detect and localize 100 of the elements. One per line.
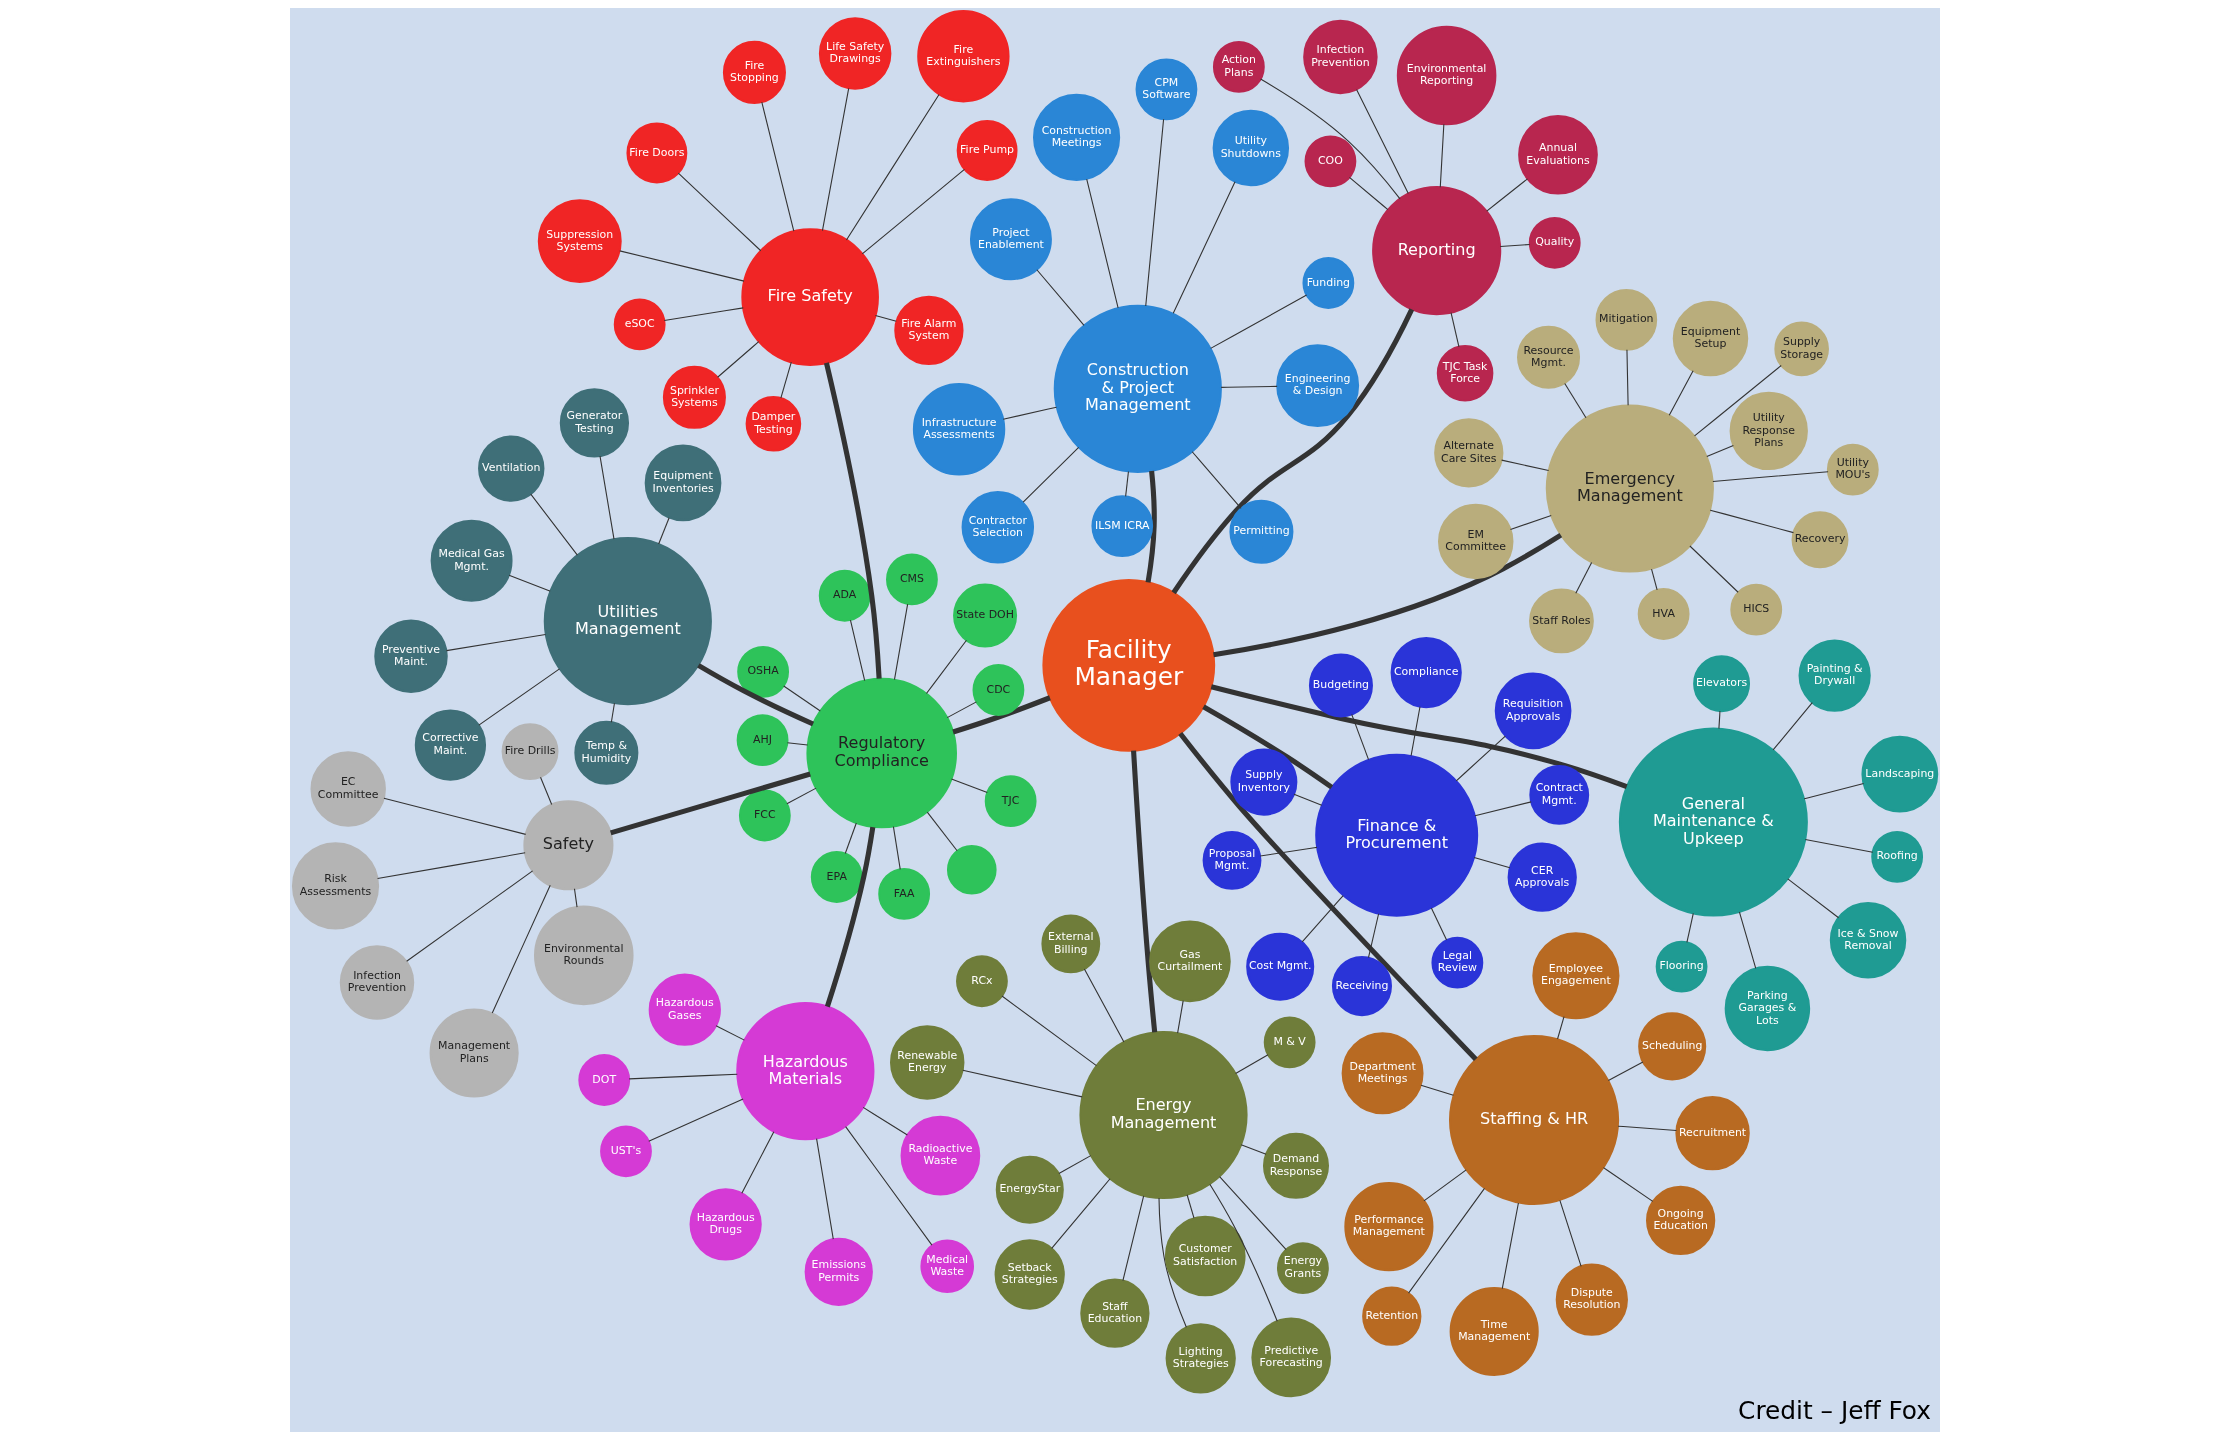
connector bbox=[477, 668, 560, 726]
node-circle: Equipment Setup bbox=[1672, 300, 1748, 377]
node-circle: Parking Garages & Lots bbox=[1724, 965, 1810, 1052]
connector bbox=[508, 574, 551, 592]
node-circle: Mitigation bbox=[1595, 289, 1657, 351]
connector bbox=[610, 702, 615, 723]
connector bbox=[716, 341, 759, 378]
connector bbox=[740, 1131, 774, 1194]
connector bbox=[598, 455, 615, 540]
connector bbox=[760, 101, 794, 232]
connector bbox=[1685, 912, 1694, 943]
connector bbox=[1348, 176, 1388, 211]
node-circle: Radioactive Waste bbox=[900, 1115, 980, 1196]
node-circle: Action Plans bbox=[1212, 41, 1265, 93]
connector bbox=[1450, 312, 1459, 348]
node-circle: Elevators bbox=[1692, 655, 1750, 713]
node-circle: TJC bbox=[984, 775, 1037, 828]
node-circle: Hazardous Drugs bbox=[689, 1188, 762, 1261]
connector bbox=[1500, 459, 1549, 472]
node-circle: Supply Storage bbox=[1773, 321, 1829, 377]
connector bbox=[1556, 1016, 1565, 1040]
node-circle: Safety bbox=[522, 800, 613, 891]
connector bbox=[1410, 706, 1421, 757]
connector bbox=[785, 787, 817, 805]
node-circle: Suppression Systems bbox=[537, 199, 622, 284]
connector bbox=[1668, 370, 1694, 416]
connector bbox=[1499, 243, 1530, 247]
connector bbox=[1218, 1176, 1287, 1251]
node-circle: HICS bbox=[1729, 583, 1782, 636]
node-circle: Environmental Rounds bbox=[533, 905, 634, 1006]
connector bbox=[677, 172, 761, 252]
connector bbox=[844, 822, 857, 855]
node-circle: Damper Testing bbox=[745, 396, 801, 452]
node-circle: Gas Curtailment bbox=[1148, 920, 1231, 1003]
node-circle: Engineering & Design bbox=[1275, 344, 1359, 428]
node-circle: External Billing bbox=[1040, 914, 1100, 974]
node-circle: State DOH bbox=[952, 583, 1017, 648]
connector bbox=[376, 852, 526, 880]
node-circle: eSOC bbox=[613, 298, 666, 351]
node-circle: Fire Pump bbox=[956, 120, 1018, 181]
node-circle: Generator Testing bbox=[559, 388, 629, 458]
node-circle: EnergyStar bbox=[995, 1155, 1064, 1224]
connector bbox=[609, 771, 811, 836]
connector bbox=[1186, 1194, 1195, 1219]
connector bbox=[628, 1073, 738, 1080]
node-circle: General Maintenance & Upkeep bbox=[1618, 727, 1808, 917]
connector bbox=[1212, 532, 1562, 658]
connector bbox=[1617, 1125, 1677, 1132]
connector bbox=[1145, 470, 1157, 583]
connector bbox=[1177, 731, 1478, 1062]
connector bbox=[405, 870, 533, 962]
node-circle: Management Plans bbox=[429, 1008, 519, 1098]
node-circle: Annual Evaluations bbox=[1517, 114, 1598, 195]
caption: Credit – Jeff Fox bbox=[1737, 1395, 1931, 1425]
node-circle: Customer Satisfaction bbox=[1164, 1215, 1246, 1297]
node-circle: Landscaping bbox=[1860, 735, 1938, 813]
connector bbox=[1473, 801, 1532, 817]
node-circle: M & V bbox=[1263, 1016, 1316, 1069]
node-circle: Roofing bbox=[1870, 830, 1923, 883]
node-circle: EC Committee bbox=[309, 751, 386, 827]
node-circle: Fire Drills bbox=[501, 723, 558, 781]
node-circle: Emissions Permits bbox=[804, 1237, 873, 1307]
connector bbox=[1057, 1155, 1091, 1174]
node-circle: Regulatory Compliance bbox=[805, 677, 957, 829]
node-circle: Painting & Drywall bbox=[1798, 639, 1871, 712]
connector bbox=[1607, 1061, 1643, 1081]
connector bbox=[1709, 509, 1794, 534]
connector bbox=[647, 1098, 744, 1142]
connector bbox=[1022, 446, 1079, 503]
connector bbox=[1711, 471, 1829, 482]
node-circle: Finance & Procurement bbox=[1314, 753, 1478, 917]
connector bbox=[951, 695, 1051, 735]
connector bbox=[824, 826, 875, 1008]
node-circle: Infrastructure Assessments bbox=[912, 383, 1005, 476]
node-circle: Dispute Resolution bbox=[1555, 1263, 1628, 1336]
connector bbox=[1000, 995, 1097, 1067]
connector bbox=[1124, 470, 1129, 497]
node-circle: Sprinkler Systems bbox=[662, 365, 726, 429]
connector bbox=[1130, 750, 1157, 1033]
connector bbox=[1220, 385, 1278, 388]
node-circle: Requisition Approvals bbox=[1494, 672, 1571, 750]
connector bbox=[1455, 735, 1506, 782]
connector bbox=[1430, 907, 1447, 941]
node-circle: Retention bbox=[1361, 1286, 1421, 1346]
connector bbox=[1234, 1054, 1269, 1074]
connector bbox=[1803, 782, 1864, 800]
connector bbox=[382, 797, 526, 835]
node-circle: Flooring bbox=[1655, 940, 1707, 993]
connector bbox=[845, 93, 940, 241]
connector bbox=[573, 888, 578, 908]
node-circle: Construction Meetings bbox=[1032, 93, 1120, 181]
node-circle: EPA bbox=[810, 851, 863, 903]
node-circle: Utility Response Plans bbox=[1729, 391, 1808, 471]
node-circle: Hazardous Gases bbox=[648, 973, 721, 1046]
connector bbox=[849, 619, 865, 682]
connector bbox=[786, 742, 808, 746]
node-circle: Life Safety Drawings bbox=[818, 17, 891, 90]
node-circle: Hazardous Materials bbox=[735, 1002, 874, 1141]
node-circle: Quality bbox=[1528, 216, 1581, 269]
node-circle: CER Approvals bbox=[1507, 842, 1577, 912]
